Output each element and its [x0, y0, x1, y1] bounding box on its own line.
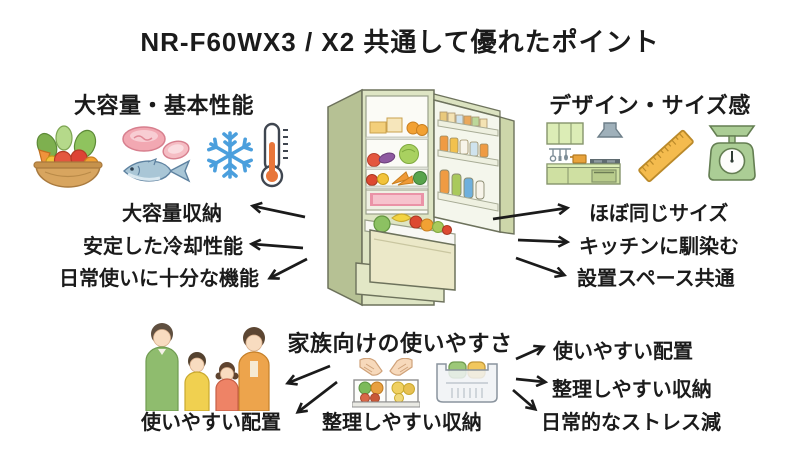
- design-section-heading: デザイン・サイズ感: [549, 93, 751, 118]
- arrow-family-right-1: [515, 347, 543, 361]
- food-tray-icon: [352, 358, 420, 408]
- ruler-icon: [636, 124, 696, 188]
- arrow-capacity-1: [253, 206, 306, 219]
- page-title: NR-F60WX3 / X2 共通して優れたポイント: [140, 27, 660, 57]
- family-label-stress-right: 日常的なストレス減: [541, 412, 721, 434]
- arrow-capacity-3: [270, 257, 308, 278]
- kitchen-icon: [546, 122, 626, 186]
- design-label-kitchen: キッチンに馴染む: [579, 236, 739, 258]
- family-section-heading: 家族向けの使いやすさ: [287, 331, 513, 356]
- storage-drawer-icon: [434, 356, 500, 406]
- capacity-label-cooling: 安定した冷却性能: [83, 236, 243, 258]
- arrow-capacity-2: [252, 244, 304, 248]
- family-label-layout-right: 使いやすい配置: [553, 341, 693, 363]
- vegetable-basket-icon: [33, 122, 103, 188]
- capacity-label-storage: 大容量収納: [122, 203, 222, 225]
- refrigerator-illustration: [316, 84, 564, 312]
- kitchen-scale-icon: [705, 123, 759, 183]
- family-label-layout-bottom: 使いやすい配置: [141, 412, 281, 434]
- arrow-family-right-2: [515, 379, 545, 382]
- capacity-label-daily: 日常使いに十分な機能: [59, 268, 259, 290]
- capacity-section-heading: 大容量・基本性能: [73, 93, 254, 118]
- meat-fish-icon: [118, 123, 196, 187]
- family-icon: [140, 321, 272, 411]
- snowflake-icon: [204, 129, 256, 181]
- family-label-organize-right: 整理しやすい収納: [552, 379, 712, 401]
- design-label-size: ほぼ同じサイズ: [589, 203, 729, 225]
- arrow-family-left-1: [288, 364, 331, 383]
- design-label-space: 設置スペース共通: [577, 268, 735, 290]
- arrow-family-right-3: [512, 388, 535, 409]
- thermometer-icon: [256, 122, 290, 188]
- family-label-organize-bottom: 整理しやすい収納: [322, 412, 482, 434]
